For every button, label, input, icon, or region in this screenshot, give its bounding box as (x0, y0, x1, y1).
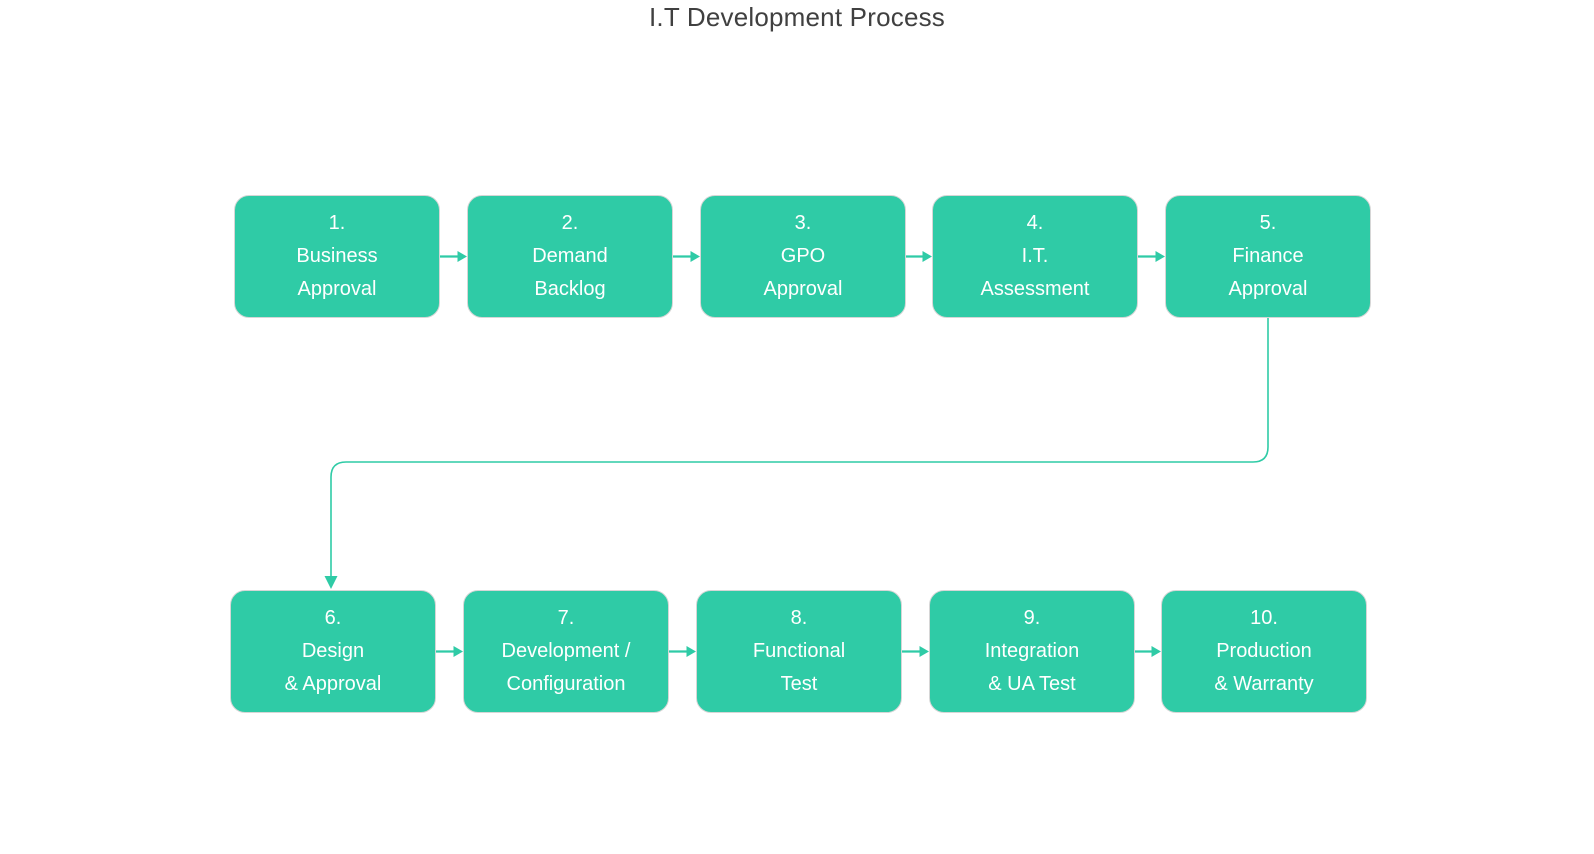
step-number: 1. (328, 212, 346, 234)
step-label-line2: Approval (1228, 278, 1308, 300)
step-number: 2. (561, 212, 579, 234)
step-label-line1: Finance (1232, 245, 1304, 267)
step-label-line1: Integration (984, 640, 1080, 662)
node-5-finance-approval: 5. Finance Approval (1165, 195, 1371, 318)
step-number: 9. (1023, 607, 1041, 629)
step-label-line2: & UA Test (988, 673, 1076, 695)
flow-connector-5-6 (324, 318, 1269, 589)
flow-arrow-2-3 (673, 251, 700, 262)
flow-arrow-9-10 (1135, 646, 1161, 657)
step-label-line1: Design (301, 640, 365, 662)
diagram-title: I.T Development Process (648, 2, 946, 32)
step-label-line1: Functional (752, 640, 846, 662)
step-number: 7. (557, 607, 575, 629)
node-10-production-warranty: 10. Production & Warranty (1161, 590, 1367, 713)
step-label-line2: Assessment (980, 278, 1090, 300)
flow-arrow-3-4 (906, 251, 932, 262)
step-label-line1: I.T. (1021, 245, 1049, 267)
node-9-integration-ua-test: 9. Integration & UA Test (929, 590, 1135, 713)
step-label-line2: Approval (763, 278, 843, 300)
step-label-line1: Production (1216, 640, 1312, 662)
step-number: 10. (1250, 607, 1278, 629)
flow-arrow-1-2 (440, 251, 467, 262)
step-label-line2: Configuration (506, 673, 626, 695)
step-number: 5. (1259, 212, 1277, 234)
step-label-line2: Approval (297, 278, 377, 300)
step-label-line2: Backlog (534, 278, 606, 300)
flow-arrow-6-7 (436, 646, 463, 657)
step-number: 6. (324, 607, 342, 629)
step-label-line2: & Approval (284, 673, 382, 695)
node-1-business-approval: 1. Business Approval (234, 195, 440, 318)
step-label-line1: GPO (780, 245, 826, 267)
step-number: 4. (1026, 212, 1044, 234)
flow-arrow-4-5 (1138, 251, 1165, 262)
node-4-it-assessment: 4. I.T. Assessment (932, 195, 1138, 318)
step-label-line2: Test (780, 673, 818, 695)
step-number: 3. (794, 212, 812, 234)
flow-arrow-7-8 (669, 646, 696, 657)
flow-arrow-8-9 (902, 646, 929, 657)
step-label-line2: & Warranty (1214, 673, 1314, 695)
step-label-line1: Business (296, 245, 378, 267)
node-3-gpo-approval: 3. GPO Approval (700, 195, 906, 318)
node-6-design-approval: 6. Design & Approval (230, 590, 436, 713)
step-label-line1: Demand (532, 245, 608, 267)
step-number: 8. (790, 607, 808, 629)
step-label-line1: Development / (501, 640, 631, 662)
node-2-demand-backlog: 2. Demand Backlog (467, 195, 673, 318)
node-8-functional-test: 8. Functional Test (696, 590, 902, 713)
node-7-development-configuration: 7. Development / Configuration (463, 590, 669, 713)
